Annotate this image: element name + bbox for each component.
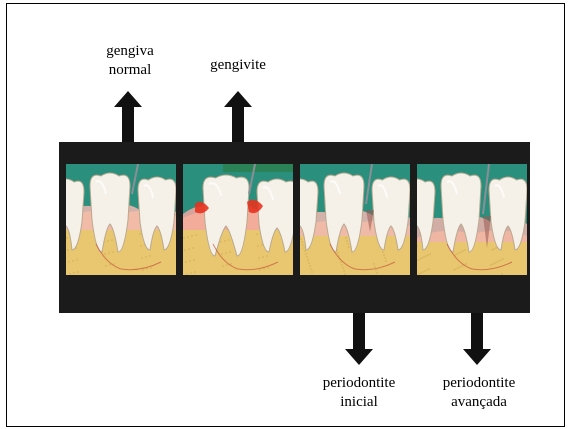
arrow-up-normal	[113, 91, 143, 143]
arrow-up-gengivite	[223, 91, 253, 143]
label-line: inicial	[305, 393, 413, 412]
label-line: gengiva	[92, 42, 168, 61]
label-periodontite-inicial: periodontite inicial	[305, 374, 413, 412]
panel-periodontite-inicial	[300, 164, 410, 275]
label-periodontite-avancada: periodontite avançada	[425, 374, 533, 412]
panel-gengivite	[183, 164, 293, 275]
tooth-illustration	[66, 164, 176, 275]
label-line: avançada	[425, 393, 533, 412]
panel-normal	[66, 164, 176, 275]
arrow-down-avancada	[462, 313, 492, 365]
film-strip	[59, 142, 530, 313]
tooth-illustration	[183, 164, 293, 275]
label-gengiva-normal: gengiva normal	[92, 42, 168, 80]
tooth-illustration	[300, 164, 410, 275]
label-line: normal	[92, 61, 168, 80]
panel-periodontite-avancada	[417, 164, 527, 275]
tooth-illustration	[417, 164, 527, 275]
label-line: periodontite	[305, 374, 413, 393]
label-line: gengivite	[196, 56, 280, 75]
label-line: periodontite	[425, 374, 533, 393]
label-gengivite: gengivite	[196, 56, 280, 75]
arrow-down-inicial	[344, 313, 374, 365]
